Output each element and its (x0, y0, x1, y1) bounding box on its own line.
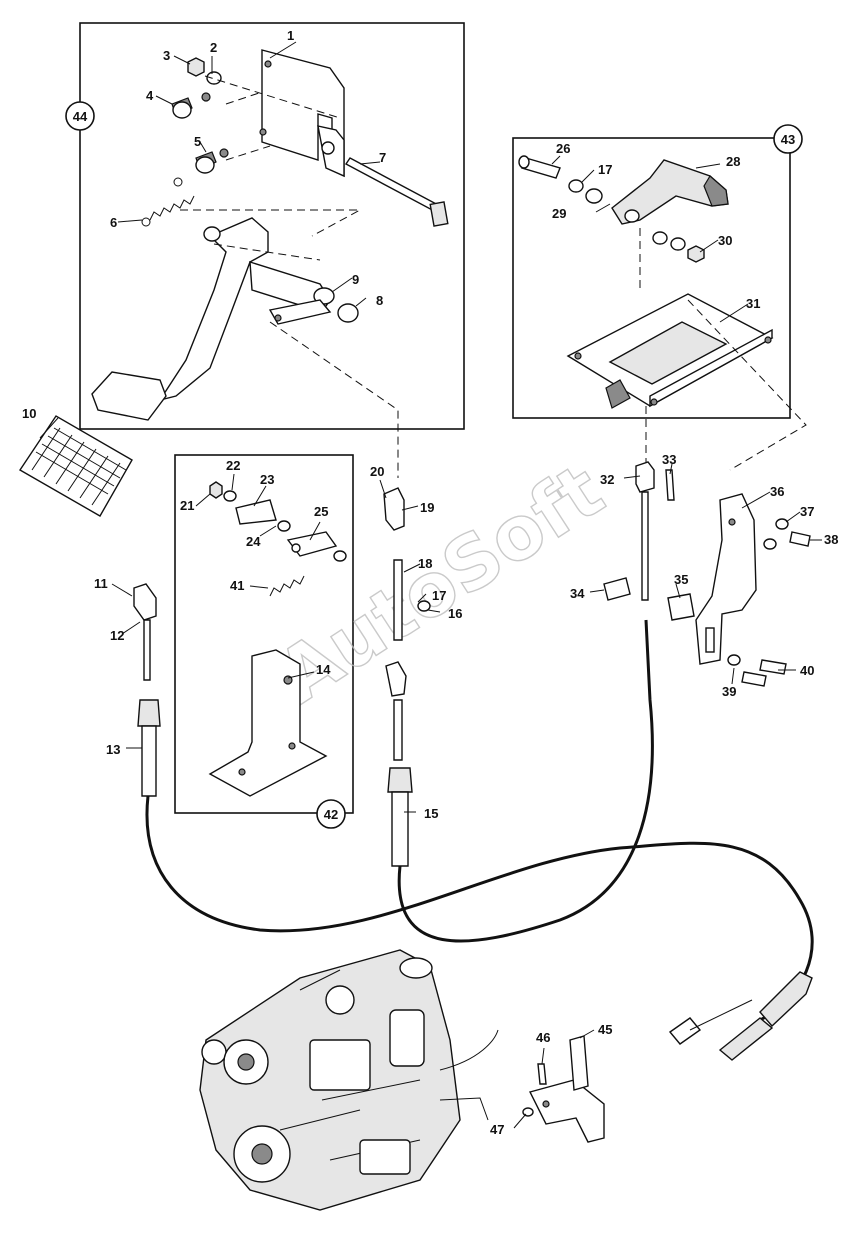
engine (199, 949, 499, 1211)
part-label-30: 30 (718, 233, 732, 248)
assembly-badge-42: 42 (316, 799, 346, 829)
part-label-19: 19 (420, 500, 434, 515)
assembly-box-44 (79, 22, 465, 430)
pedal-pad (91, 371, 167, 421)
part-label-39: 39 (722, 684, 736, 699)
part-label-38: 38 (824, 532, 838, 547)
middle-cable-end (383, 487, 431, 867)
part-label-1: 1 (287, 28, 294, 43)
pedal-arm (158, 217, 269, 402)
assembly-box-43 (512, 137, 791, 419)
assembly-box-42 (174, 454, 354, 814)
svg-text:42: 42 (324, 807, 338, 822)
part-label-21: 21 (180, 498, 194, 513)
part-label-11: 11 (94, 576, 108, 591)
part-label-28: 28 (726, 154, 740, 169)
return-spring (149, 195, 195, 221)
part-label-35: 35 (674, 572, 688, 587)
part-label-17a: 17 (432, 588, 446, 603)
part-label-46: 46 (536, 1030, 550, 1045)
left-cable-end (133, 583, 161, 797)
part-label-36: 36 (770, 484, 784, 499)
control-cable-a (145, 795, 814, 1022)
part-label-45: 45 (598, 1022, 612, 1037)
part-label-13: 13 (106, 742, 120, 757)
part-label-12: 12 (110, 628, 124, 643)
part-label-41: 41 (230, 578, 244, 593)
part-label-15: 15 (424, 806, 438, 821)
part-label-31: 31 (746, 296, 760, 311)
part-label-20: 20 (370, 464, 384, 479)
engine-cable-bracket (522, 1035, 605, 1143)
hand-lever-assembly (518, 155, 807, 471)
svg-text:44: 44 (73, 109, 88, 124)
part-label-25: 25 (314, 504, 328, 519)
control-cable-b (397, 619, 654, 943)
part-label-14: 14 (316, 662, 331, 677)
assembly-badge-43: 43 (773, 124, 803, 154)
watermark: AutoSoft (263, 448, 618, 720)
part-label-26: 26 (556, 141, 570, 156)
svg-text:43: 43 (781, 132, 795, 147)
part-label-4: 4 (146, 88, 154, 103)
lower-bracket-assembly (208, 481, 347, 797)
pedal-shaft (344, 157, 442, 213)
part-label-3: 3 (163, 48, 170, 63)
part-label-7: 7 (379, 150, 386, 165)
part-label-5: 5 (194, 134, 201, 149)
part-label-40: 40 (800, 663, 814, 678)
part-label-47: 47 (490, 1122, 504, 1137)
cable-bracket (695, 493, 757, 665)
part-label-23: 23 (260, 472, 274, 487)
part-label-37: 37 (800, 504, 814, 519)
part-label-8: 8 (376, 293, 383, 308)
part-label-16: 16 (448, 606, 462, 621)
part-label-32: 32 (600, 472, 614, 487)
pedal-assembly (91, 49, 449, 478)
part-label-22: 22 (226, 458, 240, 473)
part-label-24: 24 (246, 534, 261, 549)
part-label-18: 18 (418, 556, 432, 571)
pedestal-bracket (208, 649, 328, 797)
part-label-29: 29 (552, 206, 566, 221)
part-label-33: 33 (662, 452, 676, 467)
pedal-rubber-pad (19, 415, 133, 517)
part-label-17b: 17 (598, 162, 612, 177)
part-label-6: 6 (110, 215, 117, 230)
part-label-2: 2 (210, 40, 217, 55)
lever-cable-hardware (603, 461, 811, 687)
part-label-9: 9 (352, 272, 359, 287)
part-label-34: 34 (570, 586, 585, 601)
part-label-10: 10 (22, 406, 36, 421)
assembly-badge-44: 44 (65, 101, 95, 131)
